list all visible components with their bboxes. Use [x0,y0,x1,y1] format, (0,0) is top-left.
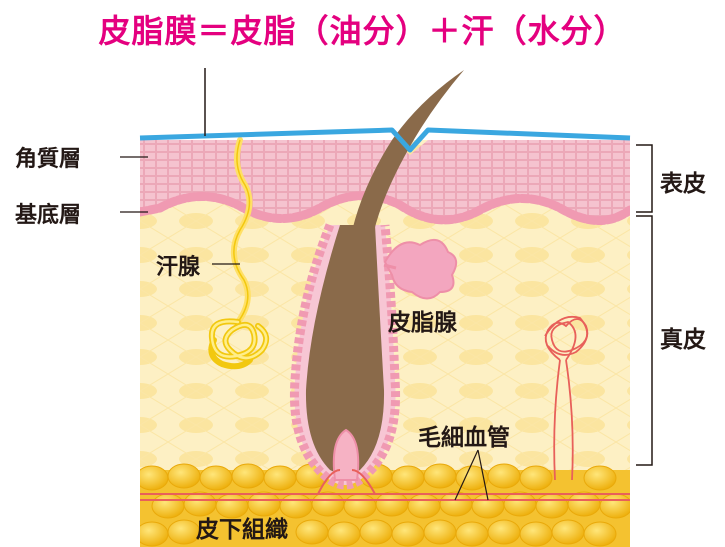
label-sweat-gland: 汗腺 [156,255,201,280]
sebum-film [139,127,631,153]
sebaceous-gland [383,238,458,300]
capillary-leader-a [477,449,489,501]
label-subcutaneous: 皮下組織 [196,517,288,543]
epidermis-bracket [636,144,653,213]
dermal-papilla [332,428,360,481]
basal-layer [140,191,630,225]
label-capillary: 毛細血管 [418,425,510,451]
hair-shaft [350,70,464,240]
capillary-leader-b [454,449,479,501]
label-stratum-corneum: 角質層 [15,147,82,172]
label-basal-layer: 基底層 [15,203,82,228]
diagram-title: 皮脂膜＝皮脂（油分）＋汗（水分） [98,12,627,50]
label-dermis: 真皮 [660,327,706,353]
horizontal-vessels [140,493,630,501]
label-sebaceous-gland: 皮脂腺 [388,310,457,336]
label-epidermis: 表皮 [660,171,706,197]
capillary-loop [544,315,589,481]
dermis-bracket [636,215,653,466]
